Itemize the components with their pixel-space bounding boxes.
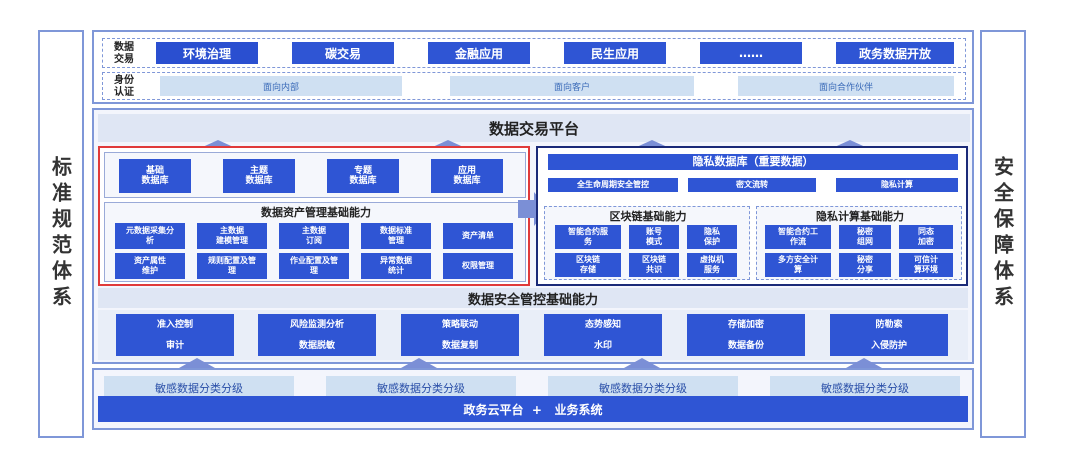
up-arrow-icon bbox=[179, 358, 215, 368]
security-item-top: 策略联动 bbox=[441, 319, 478, 330]
security-title-bar bbox=[98, 288, 968, 308]
blockchain-title: 区块链基础能力 bbox=[609, 210, 687, 223]
blockchain-item: 智能合约服 务 bbox=[555, 225, 621, 249]
platform-title: 数据交易平台 bbox=[488, 119, 579, 138]
database-box: 主题 数据库 bbox=[223, 159, 295, 193]
security-items-row: 准入控制 审计 风险监测分析 数据脱敏 策略联动 数据复制 态势感知 水印 存储… bbox=[98, 310, 968, 360]
up-arrow-icon bbox=[846, 358, 882, 368]
privacy-db-title: 隐私数据库（重要数据） bbox=[548, 154, 958, 170]
asset-item: 资产属性 维护 bbox=[115, 253, 185, 279]
privacy-db-item: 密文流转 bbox=[688, 178, 816, 192]
security-item-bottom: 水印 bbox=[593, 340, 612, 351]
scenario-box: 民生应用 bbox=[564, 42, 666, 64]
asset-item: 权限管理 bbox=[443, 253, 513, 279]
standards-system-label: 标准规范体系 bbox=[48, 156, 73, 312]
asset-item: 资产清单 bbox=[443, 223, 513, 249]
up-arrow-icon bbox=[630, 140, 674, 150]
privacy-compute-item: 可信计 算环境 bbox=[899, 253, 953, 277]
scenario-box: …… bbox=[700, 42, 802, 64]
privacy-panel: 隐私数据库（重要数据） 全生命周期安全管控 密文流转 隐私计算 区块链基础能力 … bbox=[536, 146, 968, 286]
asset-item: 主数据 订阅 bbox=[279, 223, 349, 249]
scenario-box: 金融应用 bbox=[428, 42, 530, 64]
asset-management-box: 数据资产管理基础能力 元数据采集分 析 主数据 建模管理 主数据 订阅 数据标准… bbox=[104, 202, 526, 282]
identity-auth-label: 身份 认证 bbox=[114, 75, 134, 98]
security-item-top: 准入控制 bbox=[156, 319, 193, 330]
security-item: 风险监测分析 数据脱敏 bbox=[258, 314, 376, 356]
asset-item: 规则配置及管 理 bbox=[197, 253, 267, 279]
security-item-bottom: 数据脱敏 bbox=[298, 340, 335, 351]
security-system-pillar: 安全保障体系 bbox=[980, 30, 1026, 438]
top-section: 数据 交易 环境治理 碳交易 金融应用 民生应用 …… 政务数据开放 身份 认证… bbox=[92, 30, 974, 104]
security-system-label: 安全保障体系 bbox=[990, 156, 1015, 312]
up-arrow-icon bbox=[828, 140, 872, 150]
security-title: 数据安全管控基础能力 bbox=[467, 292, 598, 308]
blockchain-item: 账号 模式 bbox=[629, 225, 679, 249]
identity-auth-row bbox=[102, 72, 966, 100]
auth-box: 面向内部 bbox=[160, 76, 402, 96]
privacy-compute-item: 秘密 分享 bbox=[839, 253, 891, 277]
asset-management-title: 数据资产管理基础能力 bbox=[261, 206, 371, 219]
scenario-box: 碳交易 bbox=[292, 42, 394, 64]
security-item-bottom: 审计 bbox=[165, 340, 184, 351]
database-box: 专题 数据库 bbox=[327, 159, 399, 193]
privacy-compute-item: 同态 加密 bbox=[899, 225, 953, 249]
security-item: 策略联动 数据复制 bbox=[401, 314, 519, 356]
up-arrow-icon bbox=[426, 140, 470, 150]
asset-panel: 基础 数据库 主题 数据库 专题 数据库 应用 数据库 数据资产管理基础能力 元… bbox=[98, 146, 530, 286]
privacy-compute-item: 秘密 组网 bbox=[839, 225, 891, 249]
auth-box: 面向合作伙伴 bbox=[738, 76, 954, 96]
privacy-compute-title: 隐私计算基础能力 bbox=[816, 210, 904, 223]
security-item-top: 防勒索 bbox=[875, 319, 903, 330]
privacy-compute-item: 智能合约工 作流 bbox=[765, 225, 831, 249]
database-box: 应用 数据库 bbox=[431, 159, 503, 193]
blockchain-item: 虚拟机 服务 bbox=[687, 253, 737, 277]
security-item-bottom: 数据复制 bbox=[441, 340, 478, 351]
platform-title-bar bbox=[98, 114, 970, 142]
asset-item: 数据标准 管理 bbox=[361, 223, 431, 249]
security-item-bottom: 数据备份 bbox=[727, 340, 764, 351]
security-item-bottom: 入侵防护 bbox=[870, 340, 907, 351]
database-row: 基础 数据库 主题 数据库 专题 数据库 应用 数据库 bbox=[104, 152, 526, 198]
privacy-db-item: 隐私计算 bbox=[836, 178, 958, 192]
blockchain-item: 区块链 存储 bbox=[555, 253, 621, 277]
security-item: 存储加密 数据备份 bbox=[687, 314, 805, 356]
asset-item: 主数据 建模管理 bbox=[197, 223, 267, 249]
security-item: 准入控制 审计 bbox=[116, 314, 234, 356]
blockchain-item: 隐私 保护 bbox=[687, 225, 737, 249]
asset-item: 异常数据 统计 bbox=[361, 253, 431, 279]
privacy-compute-box: 隐私计算基础能力 智能合约工 作流 秘密 组网 同态 加密 多方安全计 算 秘密… bbox=[756, 206, 962, 280]
security-item: 防勒索 入侵防护 bbox=[830, 314, 948, 356]
up-arrow-icon bbox=[624, 358, 660, 368]
up-arrow-icon bbox=[196, 140, 240, 150]
security-item: 态势感知 水印 bbox=[544, 314, 662, 356]
scenario-box: 环境治理 bbox=[156, 42, 258, 64]
blockchain-box: 区块链基础能力 智能合约服 务 账号 模式 隐私 保护 区块链 存储 区块链 共… bbox=[544, 206, 750, 280]
auth-box: 面向客户 bbox=[450, 76, 694, 96]
data-trade-label: 数据 交易 bbox=[114, 42, 134, 65]
asset-item: 作业配置及管 理 bbox=[279, 253, 349, 279]
base-platform-bar: 政务云平台 + 业务系统 bbox=[98, 396, 968, 422]
asset-item: 元数据采集分 析 bbox=[115, 223, 185, 249]
privacy-db-item: 全生命周期安全管控 bbox=[548, 178, 678, 192]
standards-system-pillar: 标准规范体系 bbox=[38, 30, 84, 438]
blockchain-item: 区块链 共识 bbox=[629, 253, 679, 277]
security-item-top: 态势感知 bbox=[584, 319, 621, 330]
privacy-compute-item: 多方安全计 算 bbox=[765, 253, 831, 277]
database-box: 基础 数据库 bbox=[119, 159, 191, 193]
security-item-top: 存储加密 bbox=[727, 319, 764, 330]
security-item-top: 风险监测分析 bbox=[289, 319, 344, 330]
scenario-box: 政务数据开放 bbox=[836, 42, 954, 64]
data-trade-row bbox=[102, 38, 966, 68]
up-arrow-icon bbox=[401, 358, 437, 368]
